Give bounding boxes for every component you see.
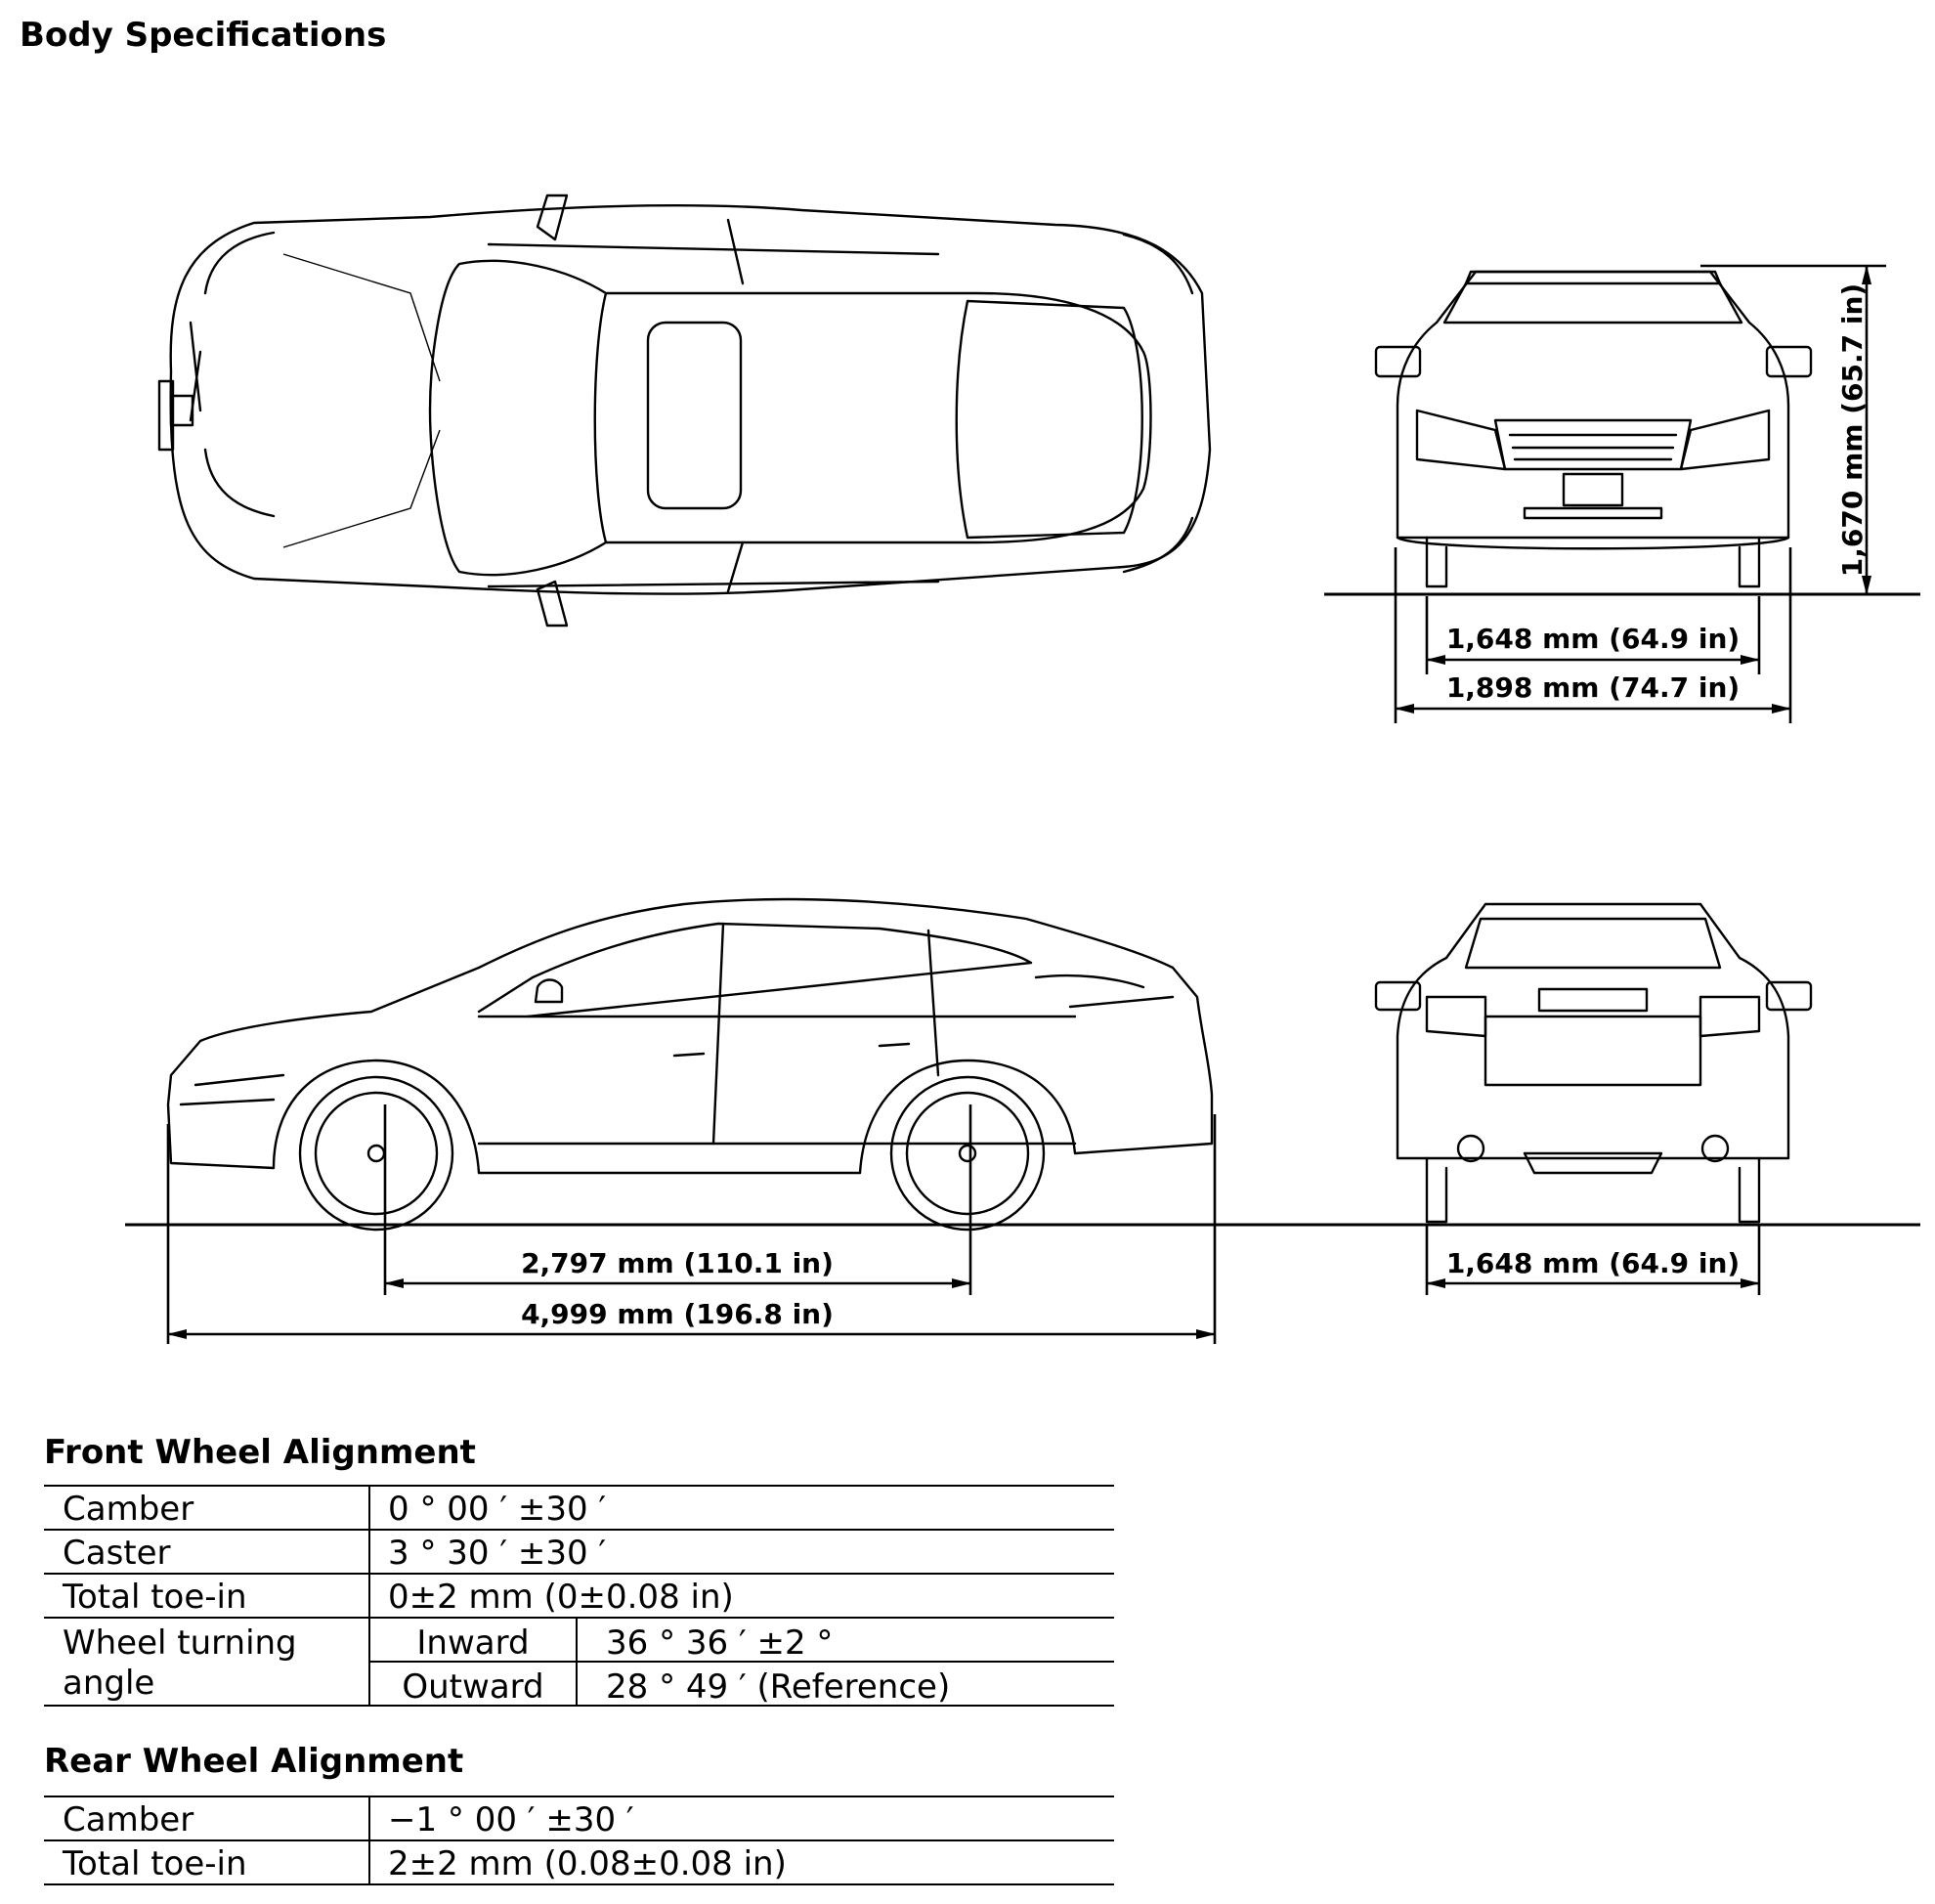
car-side-view — [166, 897, 1214, 1232]
car-front-view — [1374, 270, 1813, 588]
dim-front-tread: 1,648 mm (64.9 in) — [1446, 623, 1740, 655]
front-camber-label: Camber — [63, 1490, 194, 1529]
dim-overall-width: 1,898 mm (74.7 in) — [1446, 671, 1740, 704]
front-toe-label: Total toe-in — [62, 1578, 247, 1617]
outward-value: 28 ° 49 ′ (Reference) — [606, 1667, 950, 1707]
rear-camber-label: Camber — [63, 1800, 194, 1839]
front-caster-label: Caster — [63, 1534, 171, 1573]
rear-toe-label: Total toe-in — [62, 1844, 247, 1883]
wheel-turning-label-line2: angle — [63, 1664, 154, 1703]
dim-overall-height: 1,670 mm (65.7 in) — [1836, 283, 1869, 577]
front-alignment-table: Camber 0 ° 00 ′ ±30 ′ Caster 3 ° 30 ′ ±3… — [44, 1485, 1114, 1707]
inward-label: Inward — [416, 1623, 529, 1663]
dim-rear-tread: 1,648 mm (64.9 in) — [1446, 1247, 1740, 1279]
inward-value: 36 ° 36 ′ ±2 ° — [606, 1623, 833, 1663]
rear-toe-value: 2±2 mm (0.08±0.08 in) — [388, 1844, 787, 1883]
outward-label: Outward — [402, 1667, 543, 1707]
car-top-view — [157, 194, 1212, 627]
front-alignment-title: Front Wheel Alignment — [44, 1433, 476, 1472]
dim-overall-length: 4,999 mm (196.8 in) — [521, 1298, 834, 1330]
front-caster-value: 3 ° 30 ′ ±30 ′ — [388, 1534, 606, 1573]
front-toe-value: 0±2 mm (0±0.08 in) — [388, 1578, 734, 1617]
front-camber-value: 0 ° 00 ′ ±30 ′ — [388, 1490, 606, 1529]
rear-camber-value: −1 ° 00 ′ ±30 ′ — [388, 1800, 634, 1839]
wheel-turning-label-line1: Wheel turning — [63, 1623, 297, 1663]
dim-wheelbase: 2,797 mm (110.1 in) — [521, 1247, 834, 1279]
rear-alignment-title: Rear Wheel Alignment — [44, 1742, 463, 1781]
car-rear-view — [1374, 902, 1813, 1224]
rear-alignment-table: Camber −1 ° 00 ′ ±30 ′ Total toe-in 2±2 … — [44, 1796, 1114, 1885]
page-title: Body Specifications — [20, 16, 386, 55]
